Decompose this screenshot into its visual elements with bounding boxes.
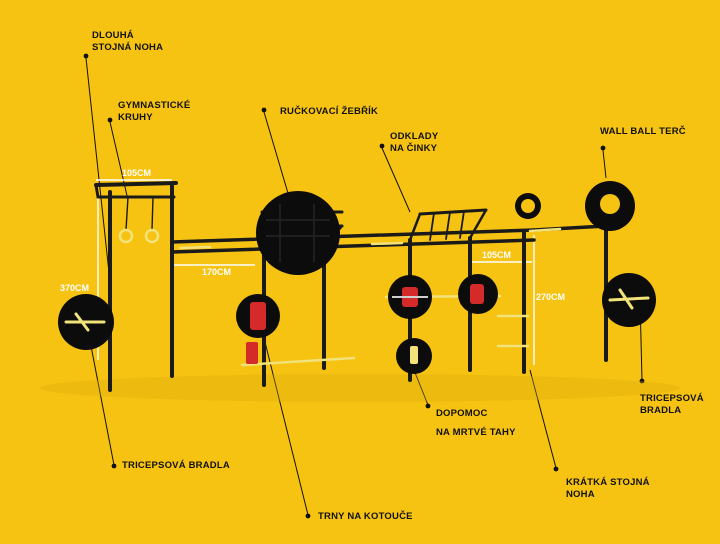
label-line: TRNY NA KOTOUČE — [318, 511, 413, 522]
label-wall-ball-terc: WALL BALL TERČ — [600, 126, 686, 138]
label-line: KRUHY — [118, 112, 153, 123]
label-dlouha-stojna-noha: DLOUHÁ STOJNÁ NOHA — [92, 30, 163, 54]
callout-circles — [58, 181, 656, 374]
label-line: BRADLA — [640, 405, 682, 416]
label-line: WALL BALL TERČ — [600, 126, 686, 137]
label-line: STOJNÁ NOHA — [92, 42, 164, 53]
dimension-height-right: 270CM — [536, 292, 566, 302]
label-line: NA ČINKY — [390, 143, 438, 154]
dimension-width-left: 105CM — [122, 168, 152, 178]
label-tricepsova-bradla-right: TRICEPSOVÁ BRADLA — [640, 393, 704, 417]
weight-plates — [246, 287, 470, 364]
leader-lines — [84, 57, 643, 516]
gymnastic-rings — [118, 228, 160, 244]
label-ruckovaci-zebrik: RUČKOVACÍ ŽEBŘÍK — [280, 106, 378, 118]
label-kratka-stojna-noha: KRÁTKÁ STOJNÁ NOHA — [566, 477, 650, 501]
label-dopomoc-na-mrtve-tahy: DOPOMOC NA MRTVÉ TAHY — [436, 404, 516, 442]
rig-frame — [94, 181, 608, 392]
label-line: ODKLADY — [390, 131, 439, 142]
label-line: NA MRTVÉ TAHY — [436, 427, 516, 438]
label-odklady-na-cinky: ODKLADY NA ČINKY — [390, 131, 438, 155]
label-line: DOPOMOC — [436, 408, 488, 419]
label-line: TRICEPSOVÁ BRADLA — [122, 460, 230, 471]
label-line: DLOUHÁ — [92, 30, 134, 41]
label-line: KRÁTKÁ STOJNÁ — [566, 477, 650, 488]
label-line: TRICEPSOVÁ — [640, 393, 704, 404]
label-trny-na-kotouce: TRNY NA KOTOUČE — [318, 511, 413, 523]
label-tricepsova-bradla-left: TRICEPSOVÁ BRADLA — [122, 460, 230, 472]
label-line: RUČKOVACÍ ŽEBŘÍK — [280, 106, 379, 117]
dimension-height-left: 370CM — [60, 283, 90, 293]
dimension-span-middle: 170CM — [202, 267, 232, 277]
dimension-width-right: 105CM — [482, 250, 512, 260]
label-line: NOHA — [566, 489, 595, 500]
label-gymnasticke-kruhy: GYMNASTICKÉ KRUHY — [118, 100, 190, 124]
label-line: GYMNASTICKÉ — [118, 100, 191, 111]
